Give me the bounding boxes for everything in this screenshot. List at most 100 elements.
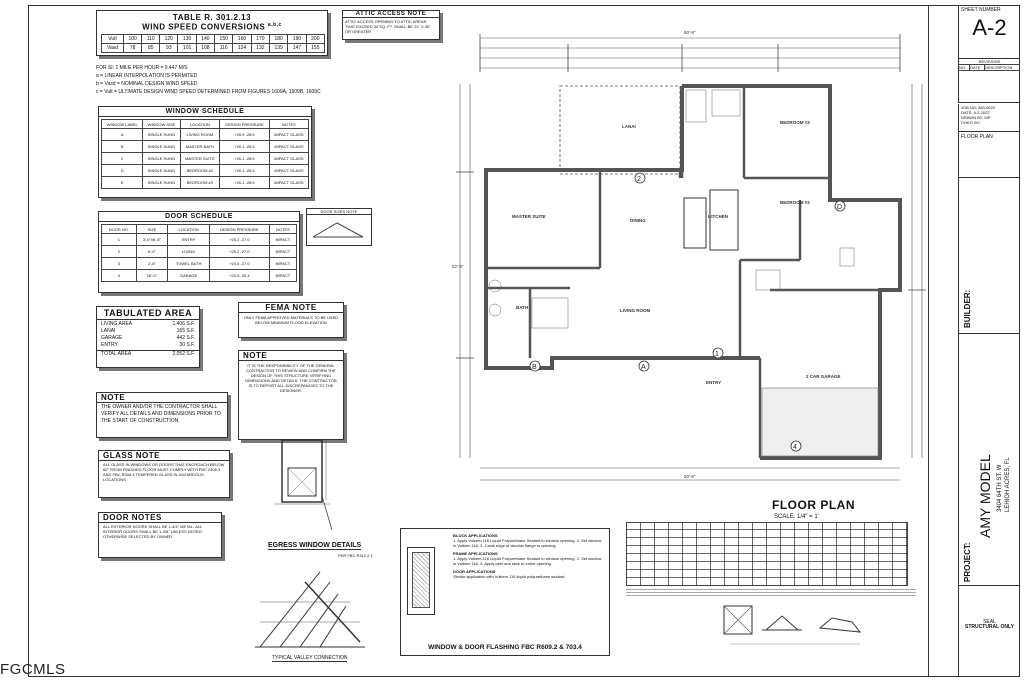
table-cell: +26.1 -28.5 [219,140,270,153]
table-cell: +25.2 -27.0 [209,233,270,246]
rev-header-desc: DESCRIPTION [985,65,1013,70]
vult-value: 100 [122,33,143,44]
vasd-value: 116 [214,42,234,53]
title-block [928,5,1020,677]
door-notes: DOOR NOTES ALL EXTERIOR DOORS SHALL BE 1… [98,512,222,558]
total-area-label: TOTAL AREA [101,351,132,357]
flashing-detail: BLOCK APPLICATIONS 1. Apply Vulkem 116 L… [400,528,610,656]
job-info: JOB NO: 383-0622 DATE: 6-2-2022 DRAWN BY… [958,104,1020,132]
table-header: WINDOW SIZE [142,119,181,129]
door-app-text: Similar application with Vulkem 116 liqu… [453,574,566,579]
table-cell: IMPACT GLASS [268,164,310,177]
rev-header-date: DATE [970,65,985,70]
svg-text:B: B [532,364,537,371]
table-cell: 16'-0" [135,269,169,282]
area-row: ENTRY 30 S.F. [101,342,195,349]
area-value: 30 S.F. [179,342,195,348]
table-cell: ENTRY [167,233,211,246]
owner-note-title: NOTE [97,393,227,403]
table-header: DESIGN PRESSURE [219,119,270,129]
seal-label: SEAL [983,619,996,625]
svg-text:1: 1 [715,351,719,358]
table-cell: IMPACT [268,245,298,258]
table-cell: C [100,152,144,165]
fema-note-text: ONLY FEMA APPROVED MATERIALS TO BE USED … [243,315,339,325]
vasd-value: 101 [177,42,197,53]
egress-sub: PER FBC R310.2.1 [338,553,373,558]
wind-table-sup: a,b,c [267,22,282,28]
drawn-by: DRAWN BY: MP [961,115,991,120]
dim-top: 50'-8" [684,30,696,35]
builder-box: BUILDER: [958,178,1020,334]
area-label: ENTRY [101,342,118,348]
room-kitchen: KITCHEN [708,214,728,219]
wind-note-4: c = Vult = ULTIMATE DESIGN WIND SPEED DE… [96,89,321,95]
checked-by: CHK'D BY: [961,120,981,125]
door-notes-title: DOOR NOTES [99,513,221,523]
door-sizes-sketch [312,222,364,238]
address-line-2: LEHIGH ACRES, FL [1005,457,1011,512]
vult-value: 140 [195,33,216,44]
area-label: LANAI [101,328,116,334]
flashing-title: WINDOW & DOOR FLASHING FBC R609.2 & 703.… [428,644,582,651]
project-box: PROJECT: AMY MODEL 3404 64TH ST. W LEHIG… [958,334,1020,586]
structural-only: STRUCTURAL ONLY [965,624,1014,630]
model-name: AMY MODEL [977,454,993,538]
table-cell: B [100,140,144,153]
table-cell: SINGLE HUNG [142,152,181,165]
wind-speed-table: TABLE R. 301.2.13 WIND SPEED CONVERSIONS… [96,10,328,56]
table-cell: +26.9 -28.5 [219,128,270,141]
svg-text:4: 4 [793,444,797,451]
vult-value: 130 [177,33,197,44]
vasd-value: 108 [195,42,216,53]
vasd-value: 132 [250,42,271,53]
room-bedroom-2: BEDROOM #2 [780,200,810,205]
fema-note-title: FEMA NOTE [239,303,343,313]
pressure-table [626,522,908,586]
attic-access-note: ATTIC ACCESS NOTE ATTIC ACCESS OPENING T… [342,10,440,40]
attic-note-title: ATTIC ACCESS NOTE [343,11,439,18]
table-cell: IMPACT GLASS [268,152,310,165]
table-header: SIZE [135,224,169,234]
sheet-number: A-2 [972,15,1007,40]
table-cell: 3 [101,257,137,270]
table-cell: SINGLE HUNG [142,164,181,177]
sheet-number-box: SHEET NUMBER A-2 [958,5,1020,59]
table-cell: 1 [101,233,137,246]
door-app-title: DOOR APPLICATIONS [453,569,496,574]
wind-table-subtitle: WIND SPEED CONVERSIONS [142,22,266,32]
table-cell: +26.1 -28.5 [219,152,270,165]
table-cell: +25.2 -27.0 [209,245,270,258]
table-cell: MASTER SUITE [179,152,221,165]
job-no: JOB NO: 383-0622 [961,105,996,110]
glass-note: GLASS NOTE ALL GLASS IN WINDOWS OR DOORS… [98,450,230,498]
svg-text:D: D [837,204,842,211]
frame-app-text: 1. Apply Vulkem 116 Liquid Polyurethane … [453,556,602,566]
door-notes-text: ALL EXTERIOR DOORS SHALL BE 1-3/4" METAL… [103,524,203,539]
door-schedule-title: DOOR SCHEDULE [99,212,299,222]
vasd-value: 85 [141,42,161,53]
table-cell: SINGLE HUNG [142,140,181,153]
vult-value: 170 [250,33,271,44]
room-entry: ENTRY [706,380,722,385]
table-cell: IMPACT GLASS [268,176,310,189]
room-lanai: LANAI [622,124,636,129]
table-cell: SINGLE HUNG [142,128,181,141]
table-cell: IMPACT [268,257,298,270]
table-cell: 2'-8" [135,257,169,270]
table-cell: 8'-0" [135,245,169,258]
vasd-value: 93 [159,42,179,53]
contractor-note-title: NOTE [239,351,343,361]
dim-bottom: 50'-8" [684,474,696,479]
wind-note-1: FOR SI: 1 MILE PER HOUR = 0.447 M/S [96,65,188,71]
owner-note-text: THE OWNER AND/OR THE CONTRACTOR SHALL VE… [101,404,221,424]
wind-note-3: b = Vasd = NOMINAL DESIGN WIND SPEED [96,81,198,87]
total-area-value: 2,052 S.F. [172,351,195,357]
floor-plan-drawing: 2 B A 1 D 4 [456,34,926,481]
